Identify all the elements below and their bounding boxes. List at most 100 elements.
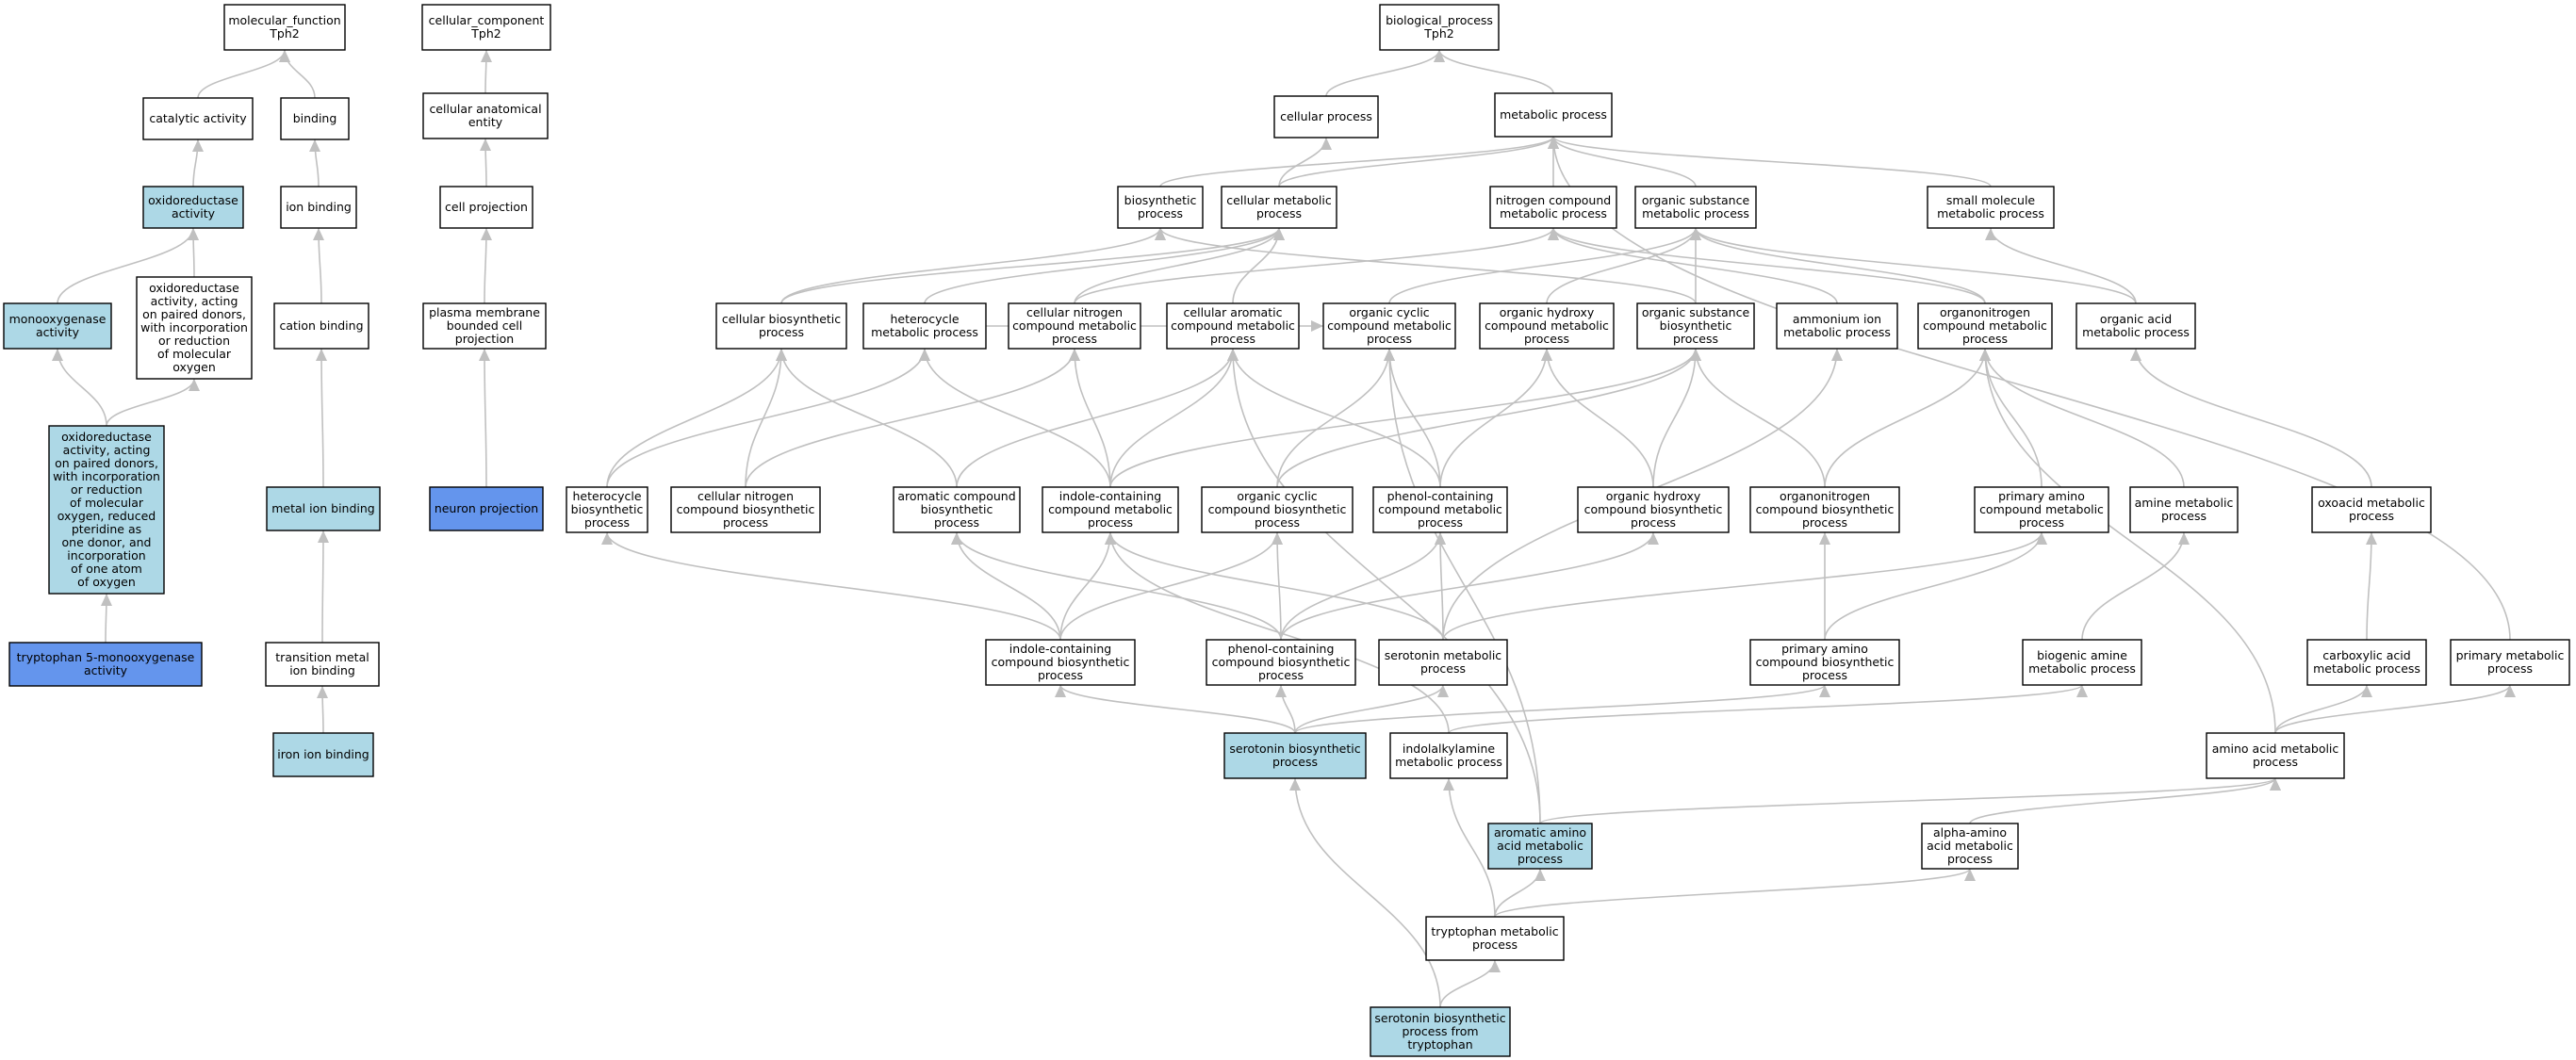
go-term-label: or reduction <box>158 334 230 348</box>
go-term-node[interactable]: cellular process <box>1273 95 1379 139</box>
go-term-box <box>421 4 551 51</box>
go-term-label: process <box>1138 206 1183 220</box>
go-term-label: serotonin metabolic <box>1385 648 1502 662</box>
go-term-node[interactable]: metabolic process <box>1494 92 1613 138</box>
go-term-label: biosynthetic <box>571 502 644 516</box>
go-term-label: cellular aromatic <box>1184 305 1283 319</box>
go-term-label: oxidoreductase <box>149 281 239 295</box>
go-term-label: binding <box>293 111 337 125</box>
is-a-edge <box>924 348 1111 488</box>
go-term-node[interactable]: iron ion binding <box>272 732 374 777</box>
go-term-label: organonitrogen <box>1780 489 1870 503</box>
edge-arrowhead <box>1985 228 1996 240</box>
go-term-node[interactable]: metal ion binding <box>266 486 381 531</box>
go-term-node[interactable]: neuron projection <box>429 486 544 531</box>
is-a-edge <box>1294 777 1441 1008</box>
is-a-edge <box>1276 348 1697 488</box>
edge-layer <box>52 49 2516 1008</box>
go-term-label: Tph2 <box>269 26 299 41</box>
go-term-node[interactable]: ion binding <box>280 186 357 229</box>
go-term-label: process <box>1052 332 1097 346</box>
is-a-edge <box>780 227 1280 304</box>
is-a-edge <box>1438 49 1554 94</box>
go-term-box <box>8 642 203 687</box>
is-a-edge <box>1652 348 1697 488</box>
go-term-label: with incorporation <box>53 469 160 483</box>
edge-arrowhead <box>919 349 930 361</box>
is-a-edge <box>1232 348 1541 824</box>
go-term-label: entity <box>468 115 503 129</box>
go-term-node[interactable]: cell projection <box>439 186 533 229</box>
go-term-node[interactable]: catalytic activity <box>142 97 254 140</box>
go-term-label: compound biosynthetic <box>1208 502 1347 516</box>
edge-arrowhead <box>1273 228 1285 240</box>
go-term-label: acid metabolic <box>1497 839 1583 853</box>
go-term-box <box>2206 732 2345 779</box>
go-term-label: organic cyclic <box>1349 305 1429 319</box>
go-term-label: process <box>584 515 630 530</box>
go-term-node[interactable]: cation binding <box>273 302 369 350</box>
is-a-edge <box>1294 684 1826 734</box>
go-term-box <box>265 642 380 687</box>
edge-arrowhead <box>318 530 329 543</box>
go-term-label: biosynthetic <box>1124 193 1197 207</box>
go-term-node[interactable]: binding <box>280 97 350 140</box>
is-a-edge <box>1059 531 1278 641</box>
is-a-edge <box>924 227 1280 304</box>
go-term-label: phenol-containing <box>1228 642 1335 656</box>
is-a-edge <box>1109 348 1697 488</box>
